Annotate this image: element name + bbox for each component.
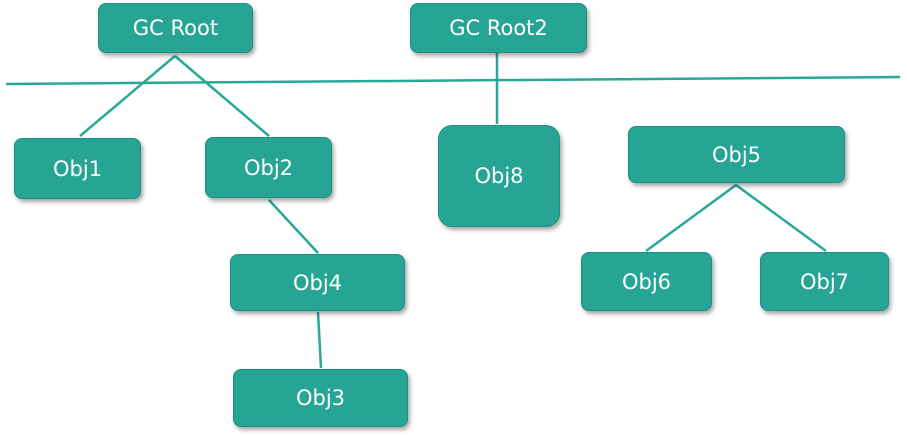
root-divider-line: [5, 75, 901, 86]
obj1-node: Obj1: [14, 138, 141, 199]
edge-obj2-to-obj4: [268, 199, 319, 254]
edge-gc-root-to-obj1: [79, 55, 176, 137]
obj5-node: Obj5: [628, 126, 845, 183]
obj4-node: Obj4: [230, 254, 405, 311]
edge-obj5-to-obj7: [735, 183, 827, 253]
obj6-node: Obj6: [581, 252, 712, 311]
obj3-node: Obj3: [233, 369, 408, 427]
edge-gc-root-to-obj2: [174, 55, 270, 137]
edge-obj4-to-obj3: [316, 311, 323, 369]
gc-root-node: GC Root: [98, 3, 253, 53]
edge-obj5-to-obj6: [645, 183, 737, 253]
obj7-node: Obj7: [760, 252, 889, 311]
obj2-node: Obj2: [205, 137, 332, 198]
obj8-node: Obj8: [438, 125, 560, 227]
gc-root2-node: GC Root2: [410, 3, 587, 53]
